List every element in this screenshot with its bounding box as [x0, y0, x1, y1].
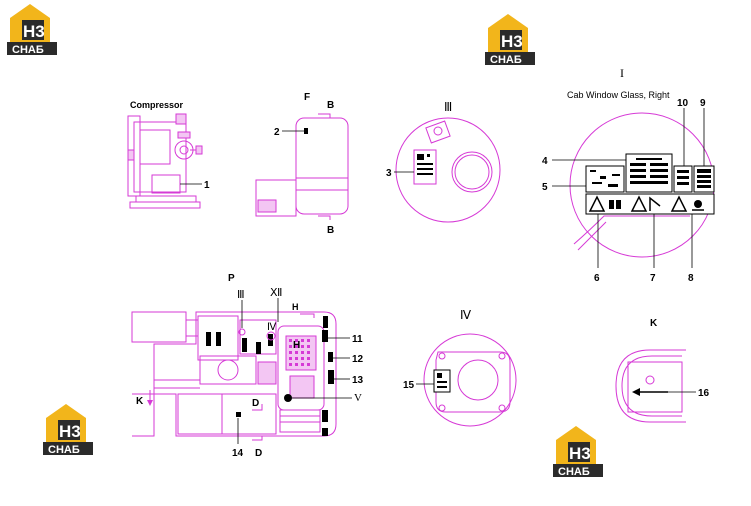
f-view: F B 2 B — [255, 92, 349, 236]
p-mark-h-top: H — [292, 302, 299, 312]
logo-bottom-right: H3 CHAБ — [553, 426, 603, 478]
p-mark-d-top: D — [252, 398, 259, 409]
logo-top-text: H3 — [59, 422, 81, 441]
logo-top-left: H3 CHAБ — [7, 4, 57, 56]
logo-top-text: H3 — [569, 444, 591, 463]
p-mark-d-bottom: D — [255, 448, 262, 459]
f-title: F — [304, 92, 310, 103]
callout-3: 3 — [386, 168, 392, 179]
iv-view: Ⅳ 15 — [403, 308, 517, 427]
p-title: P — [228, 273, 235, 284]
callout-7: 7 — [650, 273, 656, 284]
k-title: K — [650, 318, 658, 329]
callout-15: 15 — [403, 380, 415, 391]
logo-bottom-text: CHAБ — [48, 444, 80, 456]
i-subtitle: Cab Window Glass, Right — [567, 90, 670, 100]
callout-6: 6 — [594, 273, 600, 284]
logo-bottom-left: H3 CHAБ — [43, 404, 93, 456]
compressor-title: Compressor — [130, 100, 184, 110]
callout-11: 11 — [352, 334, 363, 345]
iii-title: Ⅲ — [444, 100, 452, 114]
callout-9: 9 — [700, 98, 706, 109]
f-section-top: B — [327, 100, 334, 111]
p-mark-h-cab: H — [293, 340, 300, 351]
logo-top-center: H3 CHAБ — [485, 14, 535, 66]
callout-10: 10 — [677, 98, 689, 109]
callout-16: 16 — [698, 388, 710, 399]
k-view: K 16 — [615, 318, 710, 423]
i-title: I — [620, 66, 624, 80]
callout-5: 5 — [542, 182, 548, 193]
callout-4: 4 — [542, 156, 548, 167]
logo-top-text: H3 — [501, 32, 523, 51]
callout-2: 2 — [274, 127, 280, 138]
iv-title: Ⅳ — [460, 308, 471, 322]
logo-top-text: H3 — [23, 22, 45, 41]
callout-14: 14 — [232, 448, 244, 459]
p-view: P — [131, 273, 364, 459]
p-mark-xii: Ⅻ — [270, 287, 282, 299]
logo-bottom-text: CHAБ — [558, 466, 590, 478]
callout-13: 13 — [352, 375, 364, 386]
iii-view: Ⅲ 3 — [386, 100, 501, 223]
f-section-bottom: B — [327, 225, 334, 236]
compressor-view: Compressor 1 — [127, 100, 210, 209]
callout-8: 8 — [688, 273, 694, 284]
logo-bottom-text: CHAБ — [12, 44, 44, 56]
callout-12: 12 — [352, 354, 364, 365]
p-mark-iii: Ⅲ — [237, 289, 245, 301]
p-mark-iv: Ⅳ — [267, 322, 277, 333]
callout-1: 1 — [204, 180, 210, 191]
i-view: I Cab Window Glass, Right — [542, 66, 715, 284]
logo-bottom-text: CHAБ — [490, 54, 522, 66]
p-mark-k: K — [136, 396, 144, 407]
p-mark-v: V — [354, 392, 362, 404]
